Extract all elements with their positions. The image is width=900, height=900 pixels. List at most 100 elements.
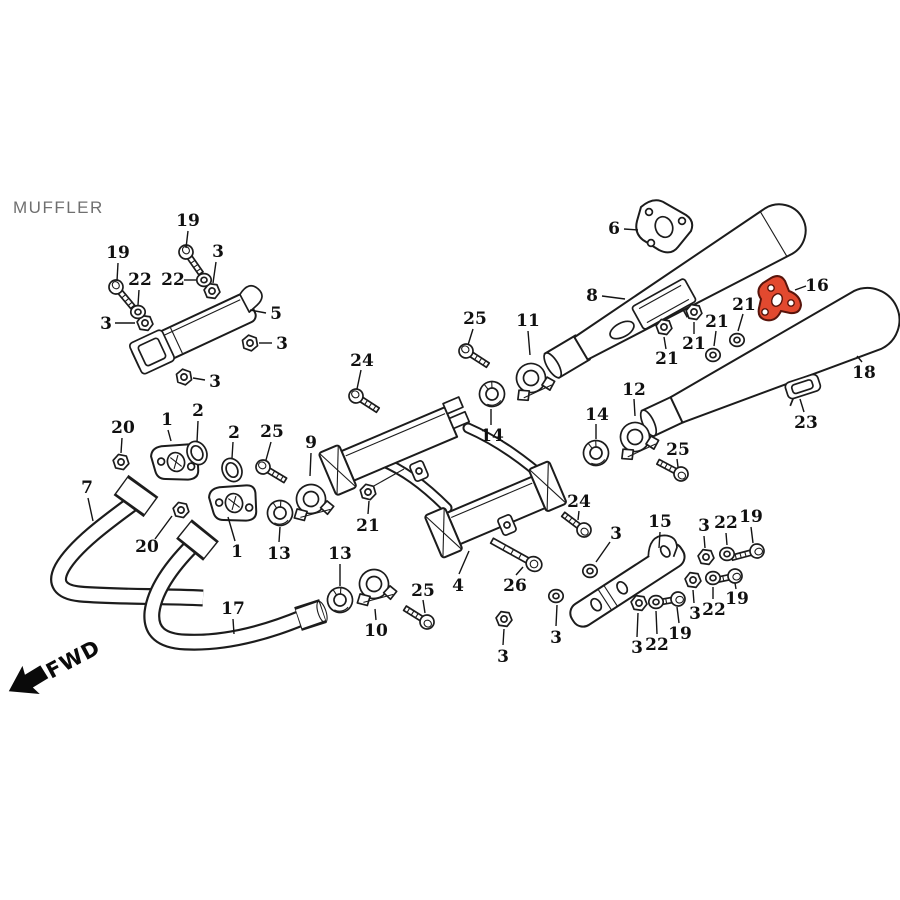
label-leader-line [192, 377, 206, 381]
label-leader-line [515, 566, 524, 576]
label-leader-line [692, 589, 695, 604]
label-leader-line [265, 441, 272, 461]
washer-22a [195, 272, 213, 288]
page-title: MUFFLER [13, 198, 104, 217]
silencer-lower [639, 287, 900, 438]
label-leader-line [527, 330, 531, 356]
label-leader-line [467, 328, 474, 346]
part-number-label: 20 [135, 537, 159, 557]
header-pipe-17 [143, 519, 328, 651]
part-number-label: 22 [161, 270, 185, 290]
label-leader-line [658, 531, 661, 549]
label-leader-line [713, 330, 717, 347]
label-leader-line [120, 437, 123, 454]
part-number-label: 9 [305, 433, 317, 453]
silencer-lower-body [669, 287, 900, 424]
rubber-14a [475, 377, 509, 411]
nut-3d [173, 366, 195, 388]
label-leader-line [196, 420, 199, 443]
part-number-label: 8 [586, 286, 598, 306]
label-leader-line [737, 313, 744, 332]
part-number-label: 1 [231, 542, 243, 562]
label-leader-line [227, 516, 236, 542]
part-number-label: 24 [350, 351, 374, 371]
label-leader-line [367, 500, 370, 515]
stay-bracket-15 [569, 534, 686, 628]
label-leader-line [703, 535, 706, 549]
label-leader-line [458, 550, 470, 575]
label-leader-line [87, 497, 94, 522]
label-leader-line [799, 398, 805, 413]
part-number-label: 3 [497, 647, 509, 667]
part-number-label: 26 [503, 576, 527, 596]
part-number-label: 12 [622, 380, 646, 400]
part-number-label: 19 [106, 243, 130, 263]
label-leader-line [577, 510, 580, 521]
bolt-24a [345, 385, 383, 417]
label-leader-line [137, 289, 140, 306]
label-leader-line [309, 452, 312, 477]
mount-plate-6 [635, 199, 694, 254]
label-leader-line [422, 599, 426, 614]
label-leader-line [856, 355, 863, 363]
part-number-label: 3 [610, 524, 622, 544]
washer-22c [718, 546, 736, 562]
clamp-10 [349, 563, 400, 609]
nut-3c [239, 332, 261, 354]
part-number-label: 21 [732, 295, 756, 315]
rubber-13a [263, 496, 297, 530]
washer-22e [647, 594, 665, 610]
part-number-label: 3 [100, 314, 112, 334]
label-leader-line [154, 515, 173, 540]
label-leader-line [212, 261, 217, 284]
stud-line [371, 468, 405, 488]
part-number-label: 14 [585, 405, 609, 425]
silencer-upper [543, 203, 807, 379]
label-leader-line [232, 618, 235, 635]
part-number-label: 19 [668, 624, 692, 644]
part-number-label: 15 [648, 512, 672, 532]
part-number-label: 13 [328, 544, 352, 564]
washer-22d [704, 570, 722, 586]
washer-21d [728, 332, 746, 348]
part-number-label: 2 [192, 401, 204, 421]
gasket-2b [217, 454, 247, 486]
label-leader-line [249, 309, 267, 314]
part-number-label: 14 [480, 426, 504, 446]
label-leader-line [750, 526, 754, 544]
part-number-label: 1 [161, 410, 173, 430]
part-number-label: 19 [176, 211, 200, 231]
fwd-label: FWD [42, 635, 104, 683]
bracket-5 [128, 284, 263, 375]
label-leader-line [502, 628, 505, 646]
part-number-label: 3 [212, 242, 224, 262]
silencer-upper-body [573, 203, 807, 361]
part-number-label: 19 [725, 589, 749, 609]
part-number-label: 11 [516, 311, 540, 331]
washer-21c [704, 347, 722, 363]
clamp-23 [784, 373, 822, 407]
part-number-label: 25 [666, 440, 690, 460]
part-number-label: 21 [705, 312, 729, 332]
label-leader-line [595, 541, 611, 563]
part-number-label: 17 [221, 599, 245, 619]
label-leader-line [356, 369, 362, 390]
part-number-label: 2 [228, 423, 240, 443]
collector-assembly-4 [318, 396, 567, 559]
part-number-label: 5 [270, 304, 282, 324]
nut-20b [170, 500, 192, 520]
part-number-label: 7 [81, 478, 93, 498]
part-number-label: 22 [714, 513, 738, 533]
label-leader-line [676, 606, 680, 624]
washer-3f [547, 588, 565, 604]
part-number-label: 25 [260, 422, 284, 442]
label-leader-line [633, 398, 636, 417]
part-number-label: 16 [805, 276, 829, 296]
nut-3h [696, 548, 716, 566]
part-number-label: 13 [267, 544, 291, 564]
rubber-13b [323, 583, 357, 617]
label-leader-line [794, 285, 807, 291]
label-leader-line [623, 228, 639, 231]
part-number-label: 19 [739, 507, 763, 527]
